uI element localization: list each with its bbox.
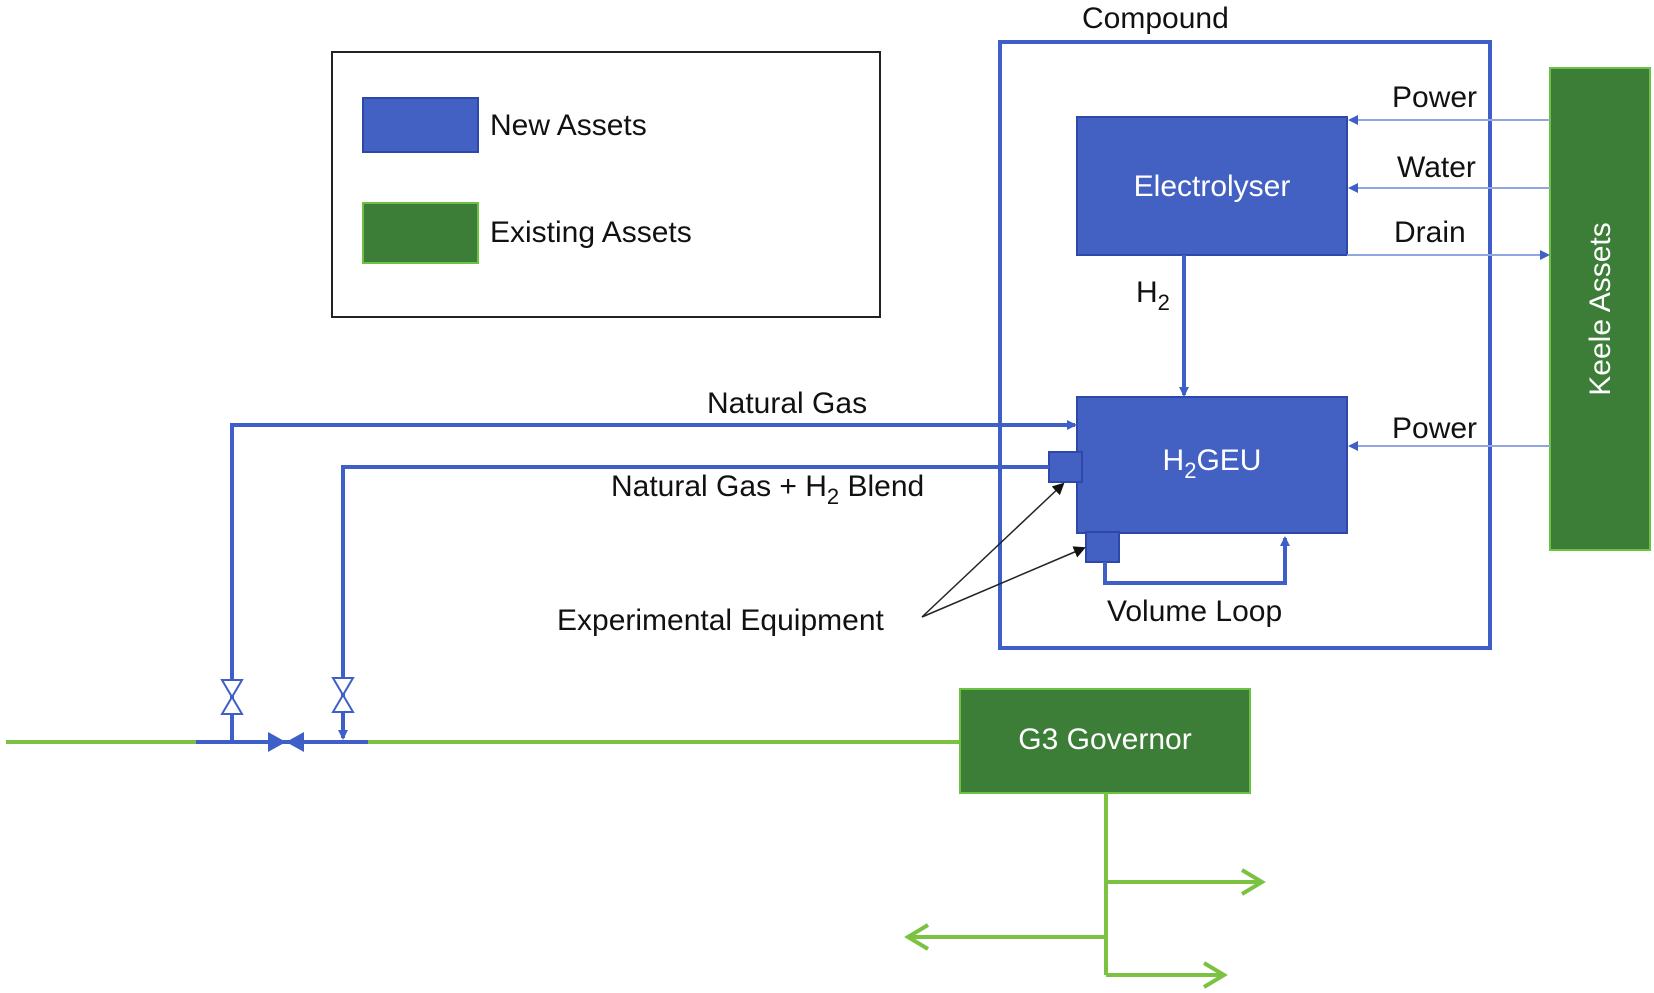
volume-loop-label: Volume Loop xyxy=(1107,595,1282,628)
g3-governor-box xyxy=(959,688,1251,794)
natural-gas-label: Natural Gas xyxy=(707,387,867,420)
experimental-box-upper xyxy=(1048,451,1083,483)
compound-boundary xyxy=(998,40,1492,650)
power-top-label: Power xyxy=(1392,81,1477,114)
main-valve-icon xyxy=(268,732,304,752)
g3-governor-label: G3 Governor xyxy=(1018,723,1191,756)
keele-assets-box xyxy=(1549,67,1651,551)
natural-gas-line xyxy=(230,420,1077,742)
water-label: Water xyxy=(1397,151,1476,184)
h2-label: H2 xyxy=(1136,276,1170,315)
blend-label: Natural Gas + H2 Blend xyxy=(611,470,924,509)
h2geu-box xyxy=(1076,396,1348,534)
h2geu-label: H2GEU xyxy=(1163,444,1262,483)
legend-label-new: New Assets xyxy=(490,109,647,142)
volume-loop-line xyxy=(1103,536,1290,585)
keele-assets-label: Keele Assets xyxy=(1584,222,1617,395)
legend-box xyxy=(331,51,881,318)
legend-label-existing: Existing Assets xyxy=(490,216,692,249)
experimental-pointer-lower xyxy=(921,546,1086,618)
drain-label: Drain xyxy=(1394,216,1466,249)
electrolyser-label: Electrolyser xyxy=(1134,170,1291,203)
legend-swatch-existing xyxy=(362,202,479,264)
legend: New Assets Existing Assets xyxy=(331,51,881,318)
compound-label: Compound xyxy=(1082,2,1229,35)
electrolyser-box xyxy=(1076,116,1348,256)
blend-valve-icon xyxy=(331,677,355,713)
power-bottom-label: Power xyxy=(1392,412,1477,445)
experimental-box-lower xyxy=(1085,531,1120,563)
distribution-lines xyxy=(904,793,1266,989)
natural-gas-valve-icon xyxy=(220,679,244,715)
experimental-label: Experimental Equipment xyxy=(557,604,885,637)
experimental-pointer-upper xyxy=(921,482,1065,618)
blend-line xyxy=(338,465,1049,740)
legend-swatch-new xyxy=(362,97,479,153)
